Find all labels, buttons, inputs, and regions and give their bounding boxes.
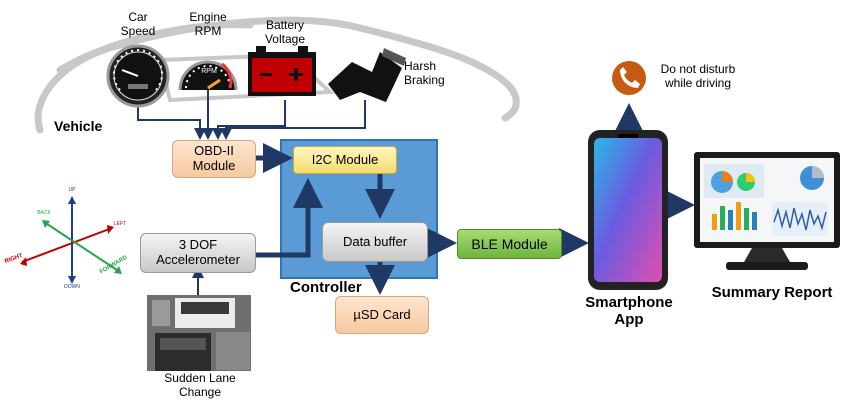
brake-pedal-icon — [328, 48, 406, 102]
braking-label-line1: Harsh — [404, 59, 437, 73]
axis-down-label: DOWN — [64, 284, 80, 290]
rpm-dial-text: RPM — [201, 68, 217, 75]
lane-change-line1: Sudden Lane — [164, 371, 236, 385]
smartphone-line2: App — [614, 311, 644, 329]
lane-change-photo — [147, 295, 251, 371]
battery-label: Battery Voltage — [254, 18, 316, 47]
summary-report-label: Summary Report — [711, 284, 833, 301]
data-buffer-box: Data buffer — [322, 222, 428, 262]
dnd-label: Do not disturb while driving — [652, 62, 744, 91]
battery-icon — [248, 46, 316, 96]
sd-card-box: µSD Card — [335, 296, 429, 334]
lane-change-line2: Change — [178, 384, 222, 399]
accelerometer-line2: Accelerometer — [156, 252, 240, 267]
smartphone-label: Smartphone App — [572, 294, 686, 329]
i2c-module-box: I2C Module — [293, 146, 397, 174]
speed-label: Car Speed — [112, 10, 164, 39]
tachometer-icon — [178, 60, 238, 91]
axis-back-label: BACK — [37, 210, 51, 216]
battery-label-line2: Voltage — [264, 31, 306, 46]
speed-label-line1: Car — [128, 10, 148, 24]
obd-line2: Module — [192, 158, 236, 173]
braking-label: Harsh Braking — [404, 59, 458, 88]
braking-label-line2: Braking — [404, 72, 445, 87]
rpm-label: Engine RPM — [182, 10, 234, 39]
flow-arrows — [256, 103, 695, 295]
vehicle-label: Vehicle — [54, 118, 103, 134]
sensor-lines — [137, 88, 366, 140]
speed-label-line2: Speed — [120, 23, 156, 38]
obd-line1: OBD-II — [194, 143, 234, 159]
smartphone-icon — [588, 130, 668, 290]
axes-icon — [20, 196, 122, 284]
axis-up-label: UP — [68, 187, 76, 193]
speedometer-icon — [106, 44, 170, 108]
battery-label-line1: Battery — [265, 18, 304, 32]
lane-change-label: Sudden Lane Change — [152, 371, 248, 400]
rpm-label-line1: Engine — [189, 10, 227, 24]
phone-icon — [612, 61, 646, 95]
accelerometer-line1: 3 DOF — [178, 237, 218, 253]
controller-label: Controller — [290, 279, 362, 296]
ble-module-box: BLE Module — [457, 229, 562, 259]
rpm-label-line2: RPM — [194, 23, 222, 38]
monitor-icon — [694, 152, 840, 270]
accelerometer-box: 3 DOF Accelerometer — [140, 233, 256, 273]
axis-left-label: LEFT — [113, 221, 127, 227]
dnd-line1: Do not disturb — [660, 62, 736, 76]
obd-module-box: OBD-II Module — [172, 140, 256, 178]
smartphone-line1: Smartphone — [585, 294, 673, 311]
dnd-line2: while driving — [664, 75, 732, 90]
